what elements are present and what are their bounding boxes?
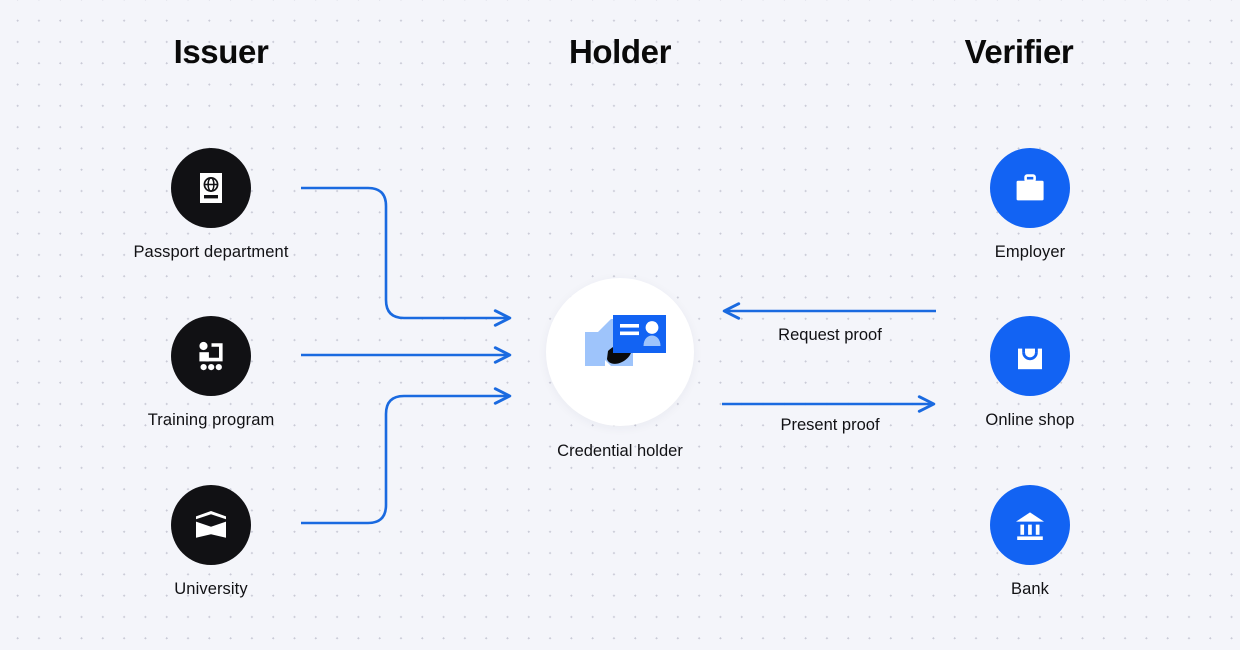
employer-label: Employer xyxy=(994,243,1066,261)
online-shop-circle xyxy=(990,316,1070,396)
request-proof-label: Request proof xyxy=(778,326,882,344)
present-proof-label: Present proof xyxy=(780,416,880,434)
training-program-label: Training program xyxy=(147,411,275,429)
node-credential-holder[interactable]: Credential holder xyxy=(450,278,790,461)
employer-circle xyxy=(990,148,1070,228)
column-heading-holder: Holder xyxy=(568,33,672,70)
passport-icon xyxy=(200,173,222,203)
training-program-circle xyxy=(171,316,251,396)
briefcase-icon xyxy=(1016,174,1044,201)
bank-label: Bank xyxy=(1010,580,1049,598)
university-label: University xyxy=(174,580,248,598)
node-training-program[interactable]: Training program xyxy=(51,316,371,430)
node-employer[interactable]: Employer xyxy=(870,148,1190,262)
workflow-icon xyxy=(199,341,223,371)
credential-holder-label: Credential holder xyxy=(557,442,683,460)
shopping-bag-icon xyxy=(1018,340,1042,370)
university-circle xyxy=(171,485,251,565)
node-online-shop[interactable]: Online shop xyxy=(870,316,1190,430)
online-shop-label: Online shop xyxy=(985,411,1075,429)
graduation-book-icon xyxy=(196,511,226,538)
node-passport-department[interactable]: Passport department xyxy=(51,148,371,262)
bank-circle xyxy=(990,485,1070,565)
passport-department-circle xyxy=(171,148,251,228)
passport-department-label: Passport department xyxy=(133,243,289,261)
node-bank[interactable]: Bank xyxy=(870,485,1190,599)
column-heading-verifier: Verifier xyxy=(964,33,1074,70)
column-heading-issuer: Issuer xyxy=(173,33,269,70)
credential-holder-circle xyxy=(546,278,694,426)
hand-holding-id-card-icon xyxy=(585,315,666,366)
node-university[interactable]: University xyxy=(51,485,371,599)
bank-building-icon xyxy=(1016,512,1044,540)
